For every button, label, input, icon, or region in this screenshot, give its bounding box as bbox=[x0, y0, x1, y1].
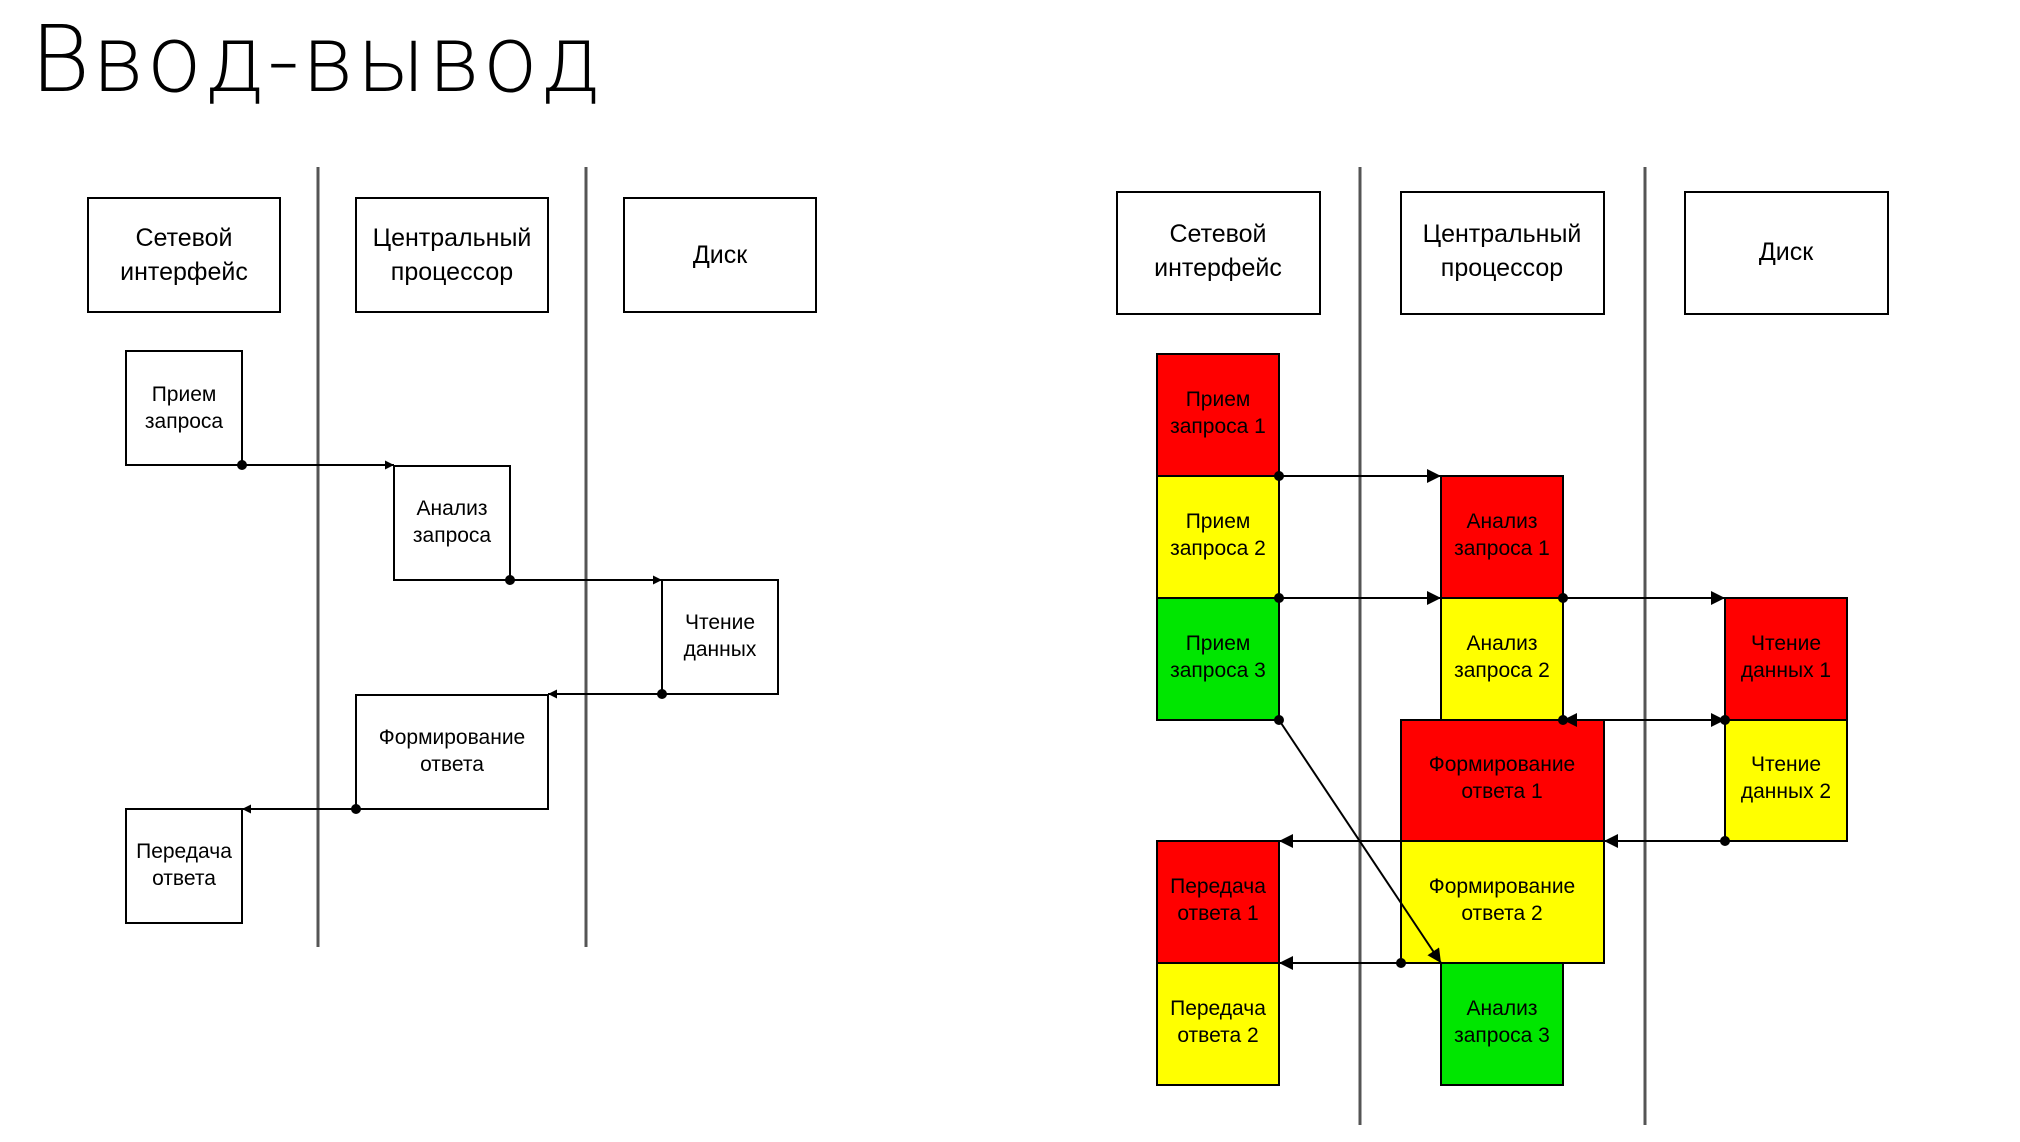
right-disk-read-1-line1: Чтение bbox=[1751, 632, 1821, 655]
right-net-send-2: Передача ответа 2 bbox=[1156, 962, 1280, 1086]
left-header-network: Сетевой интерфейс bbox=[87, 197, 281, 313]
right-net-receive-3-line1: Прием bbox=[1186, 632, 1251, 655]
right-cpu-analyze-1-line1: Анализ bbox=[1467, 510, 1538, 533]
right-disk-read-1: Чтение данных 1 bbox=[1724, 597, 1848, 721]
left-step-read: Чтение данных bbox=[661, 579, 779, 695]
left-diagram: Сетевой интерфейс Центральный процессор … bbox=[87, 167, 817, 947]
right-net-send-1-line2: ответа 1 bbox=[1177, 902, 1258, 925]
left-step-send: Передача ответа bbox=[125, 808, 243, 924]
right-header-cpu-line2: процессор bbox=[1441, 254, 1563, 282]
left-header-network-line1: Сетевой bbox=[135, 224, 232, 252]
right-net-receive-2-line2: запроса 2 bbox=[1170, 537, 1266, 560]
right-header-disk: Диск bbox=[1684, 191, 1889, 315]
right-cpu-form-2: Формирование ответа 2 bbox=[1400, 840, 1605, 964]
left-step-analyze: Анализ запроса bbox=[393, 465, 511, 581]
slide-title: Ввод-вывод bbox=[30, 6, 603, 113]
right-header-network-line1: Сетевой bbox=[1169, 220, 1266, 248]
left-header-cpu: Центральный процессор bbox=[355, 197, 549, 313]
left-connector-dots bbox=[237, 460, 667, 814]
left-header-cpu-line2: процессор bbox=[391, 258, 513, 286]
left-step-receive: Прием запроса bbox=[125, 350, 243, 466]
right-header-network: Сетевой интерфейс bbox=[1116, 191, 1321, 315]
right-cpu-form-1-line1: Формирование bbox=[1429, 753, 1575, 776]
right-cpu-analyze-1-line2: запроса 1 bbox=[1454, 537, 1550, 560]
right-cpu-analyze-3-line1: Анализ bbox=[1467, 997, 1538, 1020]
right-header-cpu: Центральный процессор bbox=[1400, 191, 1605, 315]
right-disk-read-2: Чтение данных 2 bbox=[1724, 719, 1848, 842]
right-disk-read-2-line1: Чтение bbox=[1751, 753, 1821, 776]
right-connector-dots bbox=[1274, 471, 1730, 968]
right-disk-read-1-line2: данных 1 bbox=[1741, 659, 1831, 682]
right-header-cpu-line1: Центральный bbox=[1423, 220, 1582, 248]
right-net-send-1: Передача ответа 1 bbox=[1156, 840, 1280, 964]
right-header-disk-line1: Диск bbox=[1759, 238, 1814, 266]
left-connectors bbox=[242, 460, 662, 814]
right-cpu-analyze-2-line2: запроса 2 bbox=[1454, 659, 1550, 682]
right-net-send-2-line2: ответа 2 bbox=[1177, 1024, 1258, 1047]
right-connectors bbox=[1278, 469, 1725, 970]
right-net-receive-1-line2: запроса 1 bbox=[1170, 415, 1266, 438]
left-step-form-line2: ответа bbox=[420, 753, 484, 776]
right-header-network-line2: интерфейс bbox=[1154, 254, 1282, 282]
right-disk-read-2-line2: данных 2 bbox=[1741, 780, 1831, 803]
left-step-send-line2: ответа bbox=[152, 867, 216, 890]
right-cpu-analyze-2-line1: Анализ bbox=[1467, 632, 1538, 655]
left-header-disk-line1: Диск bbox=[693, 241, 748, 269]
right-net-send-2-line1: Передача bbox=[1170, 997, 1266, 1020]
right-net-receive-1: Прием запроса 1 bbox=[1156, 353, 1280, 477]
right-cpu-form-1-line2: ответа 1 bbox=[1461, 780, 1542, 803]
right-cpu-form-1: Формирование ответа 1 bbox=[1400, 719, 1605, 842]
right-net-receive-2: Прием запроса 2 bbox=[1156, 475, 1280, 599]
right-net-receive-2-line1: Прием bbox=[1186, 510, 1251, 533]
left-step-read-line1: Чтение bbox=[685, 611, 755, 634]
left-header-cpu-line1: Центральный bbox=[373, 224, 532, 252]
left-step-receive-line1: Прием bbox=[152, 383, 217, 406]
right-net-receive-3-line2: запроса 3 bbox=[1170, 659, 1266, 682]
left-step-analyze-line1: Анализ bbox=[417, 497, 488, 520]
right-cpu-form-2-line2: ответа 2 bbox=[1461, 902, 1542, 925]
right-cpu-analyze-1: Анализ запроса 1 bbox=[1440, 475, 1564, 599]
left-step-analyze-line2: запроса bbox=[413, 524, 492, 547]
right-cpu-analyze-3: Анализ запроса 3 bbox=[1440, 962, 1564, 1086]
right-cpu-form-2-line1: Формирование bbox=[1429, 875, 1575, 898]
right-diagram: Сетевой интерфейс Центральный процессор … bbox=[1116, 167, 1889, 1125]
left-header-disk: Диск bbox=[623, 197, 817, 313]
right-net-receive-3: Прием запроса 3 bbox=[1156, 597, 1280, 721]
left-step-read-line2: данных bbox=[684, 638, 757, 661]
right-net-send-1-line1: Передача bbox=[1170, 875, 1266, 898]
right-arrow-recv3-analyze3 bbox=[1278, 719, 1442, 964]
right-cpu-analyze-3-line2: запроса 3 bbox=[1454, 1024, 1550, 1047]
left-step-send-line1: Передача bbox=[136, 840, 232, 863]
left-step-form-line1: Формирование bbox=[379, 726, 525, 749]
right-net-receive-1-line1: Прием bbox=[1186, 388, 1251, 411]
left-header-network-line2: интерфейс bbox=[120, 258, 248, 286]
left-step-form: Формирование ответа bbox=[355, 694, 549, 810]
right-cpu-analyze-2: Анализ запроса 2 bbox=[1440, 597, 1564, 721]
left-step-receive-line2: запроса bbox=[145, 410, 224, 433]
